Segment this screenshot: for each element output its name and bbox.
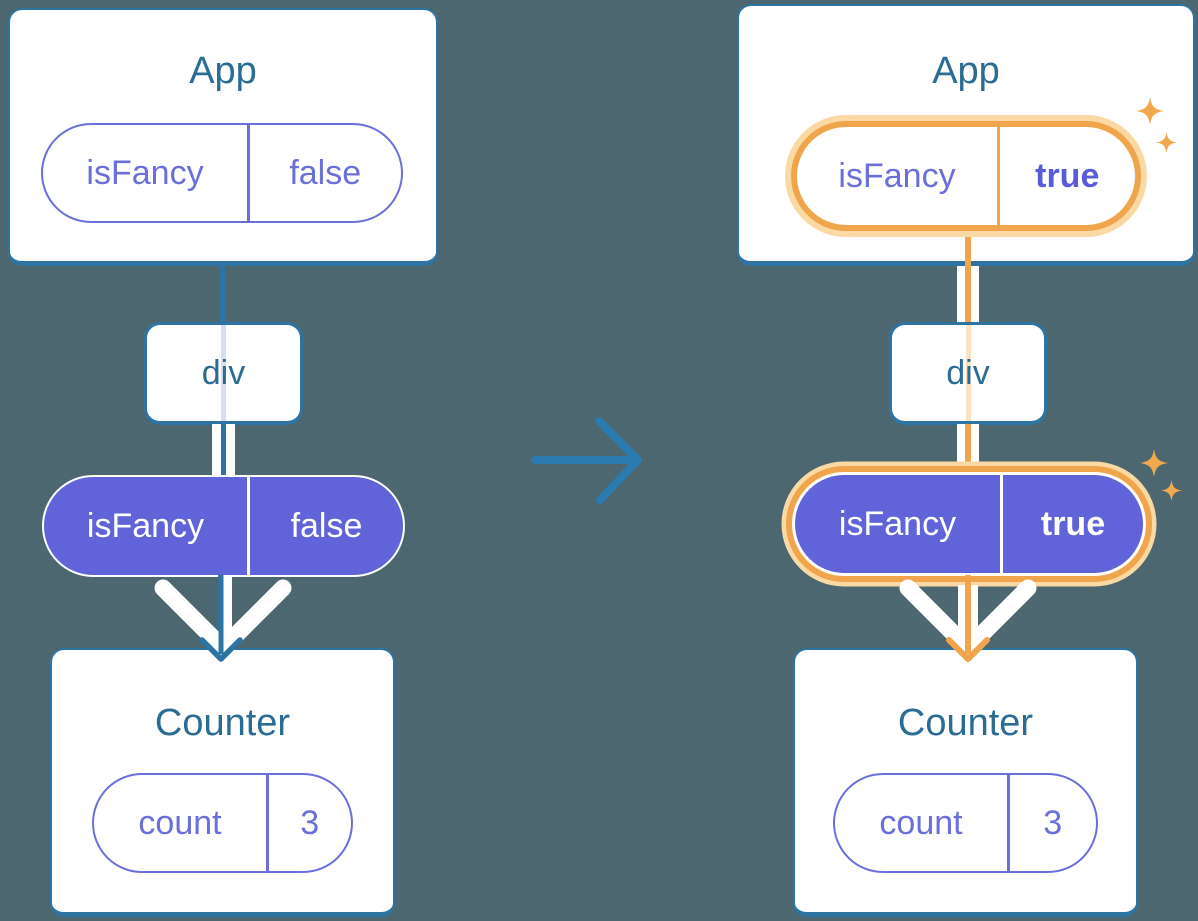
left-div-box: div [144, 322, 303, 425]
pill-divider [247, 125, 250, 221]
right-state-pill: isFancy true [792, 472, 1146, 576]
sparkle-icon-large [1136, 97, 1164, 125]
right-app-title: App [932, 50, 1000, 92]
left-div-label: div [201, 353, 246, 392]
left-flow-arrow [154, 575, 292, 662]
pill-divider [1000, 475, 1003, 573]
left-counter-title: Counter [154, 702, 291, 744]
pill-divider [997, 127, 1000, 225]
left-stem-white [223, 577, 232, 643]
sparkle-icon-large [1140, 449, 1168, 477]
sparkle-icon-small [1161, 480, 1182, 501]
right-state-value: true [1040, 504, 1106, 543]
sparkle-icon-small [1156, 132, 1177, 153]
left-app-title: App [189, 50, 257, 92]
pill-divider [266, 775, 269, 871]
right-div-label: div [946, 353, 990, 392]
right-div-box: div [889, 322, 1047, 425]
right-app-prop-key: isFancy [838, 156, 956, 195]
right-counter-title: Counter [897, 702, 1034, 744]
orange-arrowhead-icon [946, 637, 990, 662]
right-stem-white-right [971, 585, 978, 643]
left-state-pill: isFancy false [42, 475, 405, 577]
right-app-prop-value: true [1035, 156, 1100, 195]
transition-right-arrow-icon [531, 417, 642, 504]
pill-divider [247, 477, 250, 575]
right-props-flow-line-1 [957, 264, 979, 324]
left-counter-state-value: 3 [300, 803, 320, 842]
left-app-props-pill: isFancy false [41, 123, 403, 223]
right-app-props-pill: isFancy true [791, 121, 1141, 231]
pill-divider [1007, 775, 1010, 871]
left-edge-app-div [220, 264, 225, 326]
right-counter-state-value: 3 [1043, 803, 1063, 842]
left-div-thread-line [221, 325, 226, 421]
right-counter-state-pill: count 3 [833, 773, 1098, 873]
left-state-key: isFancy [86, 506, 205, 545]
right-props-flow-line-2 [957, 424, 979, 468]
right-flow-arrow [899, 575, 1037, 662]
left-counter-card: Counter [50, 648, 395, 917]
left-app-prop-key: isFancy [86, 153, 204, 192]
left-counter-state-pill: count 3 [92, 773, 353, 873]
left-app-prop-value: false [289, 153, 362, 192]
left-counter-state-key: count [138, 803, 222, 842]
blue-arrowhead-icon [199, 637, 243, 662]
right-div-thread-line [965, 325, 971, 421]
right-counter-state-key: count [879, 803, 963, 842]
left-props-flow-line [212, 424, 235, 477]
right-stem-white-left [958, 585, 965, 643]
right-state-key: isFancy [838, 504, 957, 543]
left-state-value: false [290, 506, 363, 545]
right-stem-in-app [965, 236, 971, 266]
